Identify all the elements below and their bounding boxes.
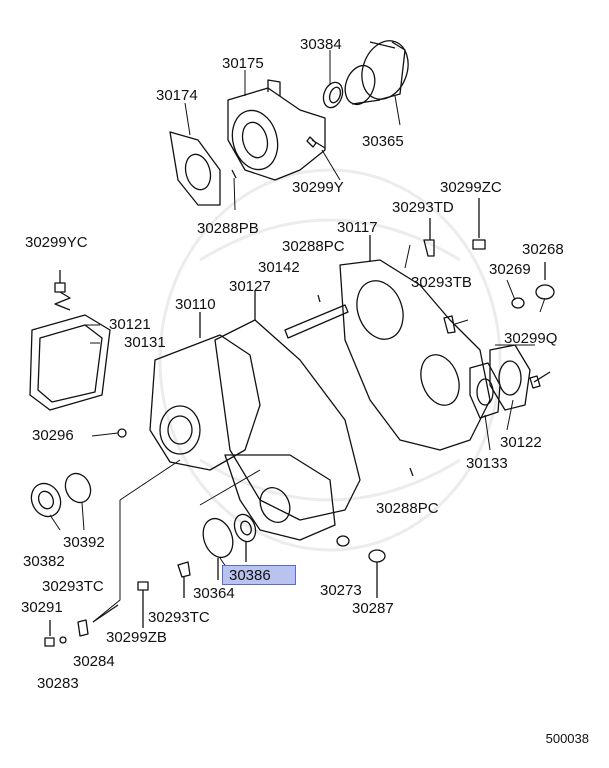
part-30384[interactable] bbox=[320, 80, 346, 111]
label-30174[interactable]: 30174 bbox=[156, 87, 198, 104]
part-30293TC-left[interactable] bbox=[77, 619, 89, 637]
part-30293TB[interactable] bbox=[443, 315, 456, 334]
part-30288PC-top[interactable] bbox=[317, 294, 321, 303]
part-30293TC-mid[interactable] bbox=[177, 561, 191, 598]
label-30293TD[interactable]: 30293TD bbox=[392, 199, 454, 216]
label-30133[interactable]: 30133 bbox=[466, 455, 508, 472]
label-30288PB[interactable]: 30288PB bbox=[197, 220, 259, 237]
part-30142[interactable] bbox=[284, 304, 349, 339]
part-30299ZC[interactable] bbox=[472, 198, 486, 250]
part-30117[interactable] bbox=[339, 235, 491, 451]
label-30288PC-top[interactable]: 30288PC bbox=[282, 238, 345, 255]
part-30121[interactable] bbox=[29, 314, 111, 411]
part-30299YC[interactable] bbox=[54, 270, 71, 311]
part-30288PC-bottom[interactable] bbox=[409, 467, 414, 477]
label-30296[interactable]: 30296 bbox=[32, 427, 74, 444]
part-cover-plate bbox=[224, 454, 336, 541]
label-30122[interactable]: 30122 bbox=[500, 434, 542, 451]
label-30287[interactable]: 30287 bbox=[352, 600, 394, 617]
part-30283[interactable] bbox=[59, 636, 67, 644]
part-30174[interactable] bbox=[169, 131, 221, 206]
label-30299ZB[interactable]: 30299ZB bbox=[106, 629, 167, 646]
part-30131[interactable] bbox=[37, 324, 103, 403]
part-30365[interactable] bbox=[340, 34, 416, 108]
part-30386[interactable] bbox=[231, 511, 259, 562]
label-30291[interactable]: 30291 bbox=[21, 599, 63, 616]
diagram-code: 500038 bbox=[545, 731, 589, 746]
part-30110[interactable] bbox=[149, 312, 261, 471]
part-30175[interactable] bbox=[226, 79, 326, 181]
label-30288PC-bottom[interactable]: 30288PC bbox=[376, 500, 439, 517]
label-30293TC-mid[interactable]: 30293TC bbox=[148, 609, 210, 626]
part-30364[interactable] bbox=[198, 514, 238, 580]
label-30117[interactable]: 30117 bbox=[337, 219, 378, 236]
label-30269[interactable]: 30269 bbox=[489, 261, 531, 278]
label-30299ZC[interactable]: 30299ZC bbox=[440, 179, 502, 196]
label-30293TC-left[interactable]: 30293TC bbox=[42, 578, 104, 595]
label-30273[interactable]: 30273 bbox=[320, 582, 362, 599]
label-30364[interactable]: 30364 bbox=[193, 585, 235, 602]
label-30384[interactable]: 30384 bbox=[300, 36, 342, 53]
label-30268[interactable]: 30268 bbox=[522, 241, 564, 258]
part-30299Y[interactable] bbox=[306, 136, 326, 149]
part-30299ZB[interactable] bbox=[137, 581, 149, 628]
part-30382[interactable] bbox=[26, 479, 66, 522]
part-30293TD[interactable] bbox=[423, 218, 435, 257]
watermark bbox=[158, 168, 502, 552]
part-30268[interactable] bbox=[535, 262, 555, 300]
part-30127[interactable] bbox=[214, 290, 361, 521]
label-30121[interactable]: 30121 bbox=[109, 316, 151, 333]
part-30273[interactable] bbox=[336, 535, 350, 547]
label-30284[interactable]: 30284 bbox=[73, 653, 115, 670]
label-30127[interactable]: 30127 bbox=[229, 278, 271, 295]
part-30287[interactable] bbox=[368, 549, 386, 598]
part-30296[interactable] bbox=[117, 428, 127, 438]
part-30392[interactable] bbox=[61, 469, 95, 506]
label-30131[interactable]: 30131 bbox=[124, 334, 166, 351]
label-30299Q[interactable]: 30299Q bbox=[504, 330, 558, 347]
label-30386-highlighted[interactable]: 30386 bbox=[222, 565, 296, 585]
part-30269[interactable] bbox=[511, 297, 525, 309]
label-30382[interactable]: 30382 bbox=[23, 553, 65, 570]
label-30142[interactable]: 30142 bbox=[258, 259, 300, 276]
label-30293TB[interactable]: 30293TB bbox=[411, 274, 472, 291]
label-30392[interactable]: 30392 bbox=[63, 534, 105, 551]
part-30133[interactable] bbox=[469, 362, 501, 419]
label-30110[interactable]: 30110 bbox=[175, 296, 216, 313]
label-30365[interactable]: 30365 bbox=[362, 133, 404, 150]
part-30299Q[interactable] bbox=[529, 371, 551, 389]
label-30175[interactable]: 30175 bbox=[222, 55, 264, 72]
part-30291[interactable] bbox=[44, 620, 55, 647]
label-30299YC[interactable]: 30299YC bbox=[25, 234, 88, 251]
label-30283[interactable]: 30283 bbox=[37, 675, 79, 692]
part-30288PB[interactable] bbox=[231, 169, 237, 179]
label-30299Y[interactable]: 30299Y bbox=[292, 179, 344, 196]
